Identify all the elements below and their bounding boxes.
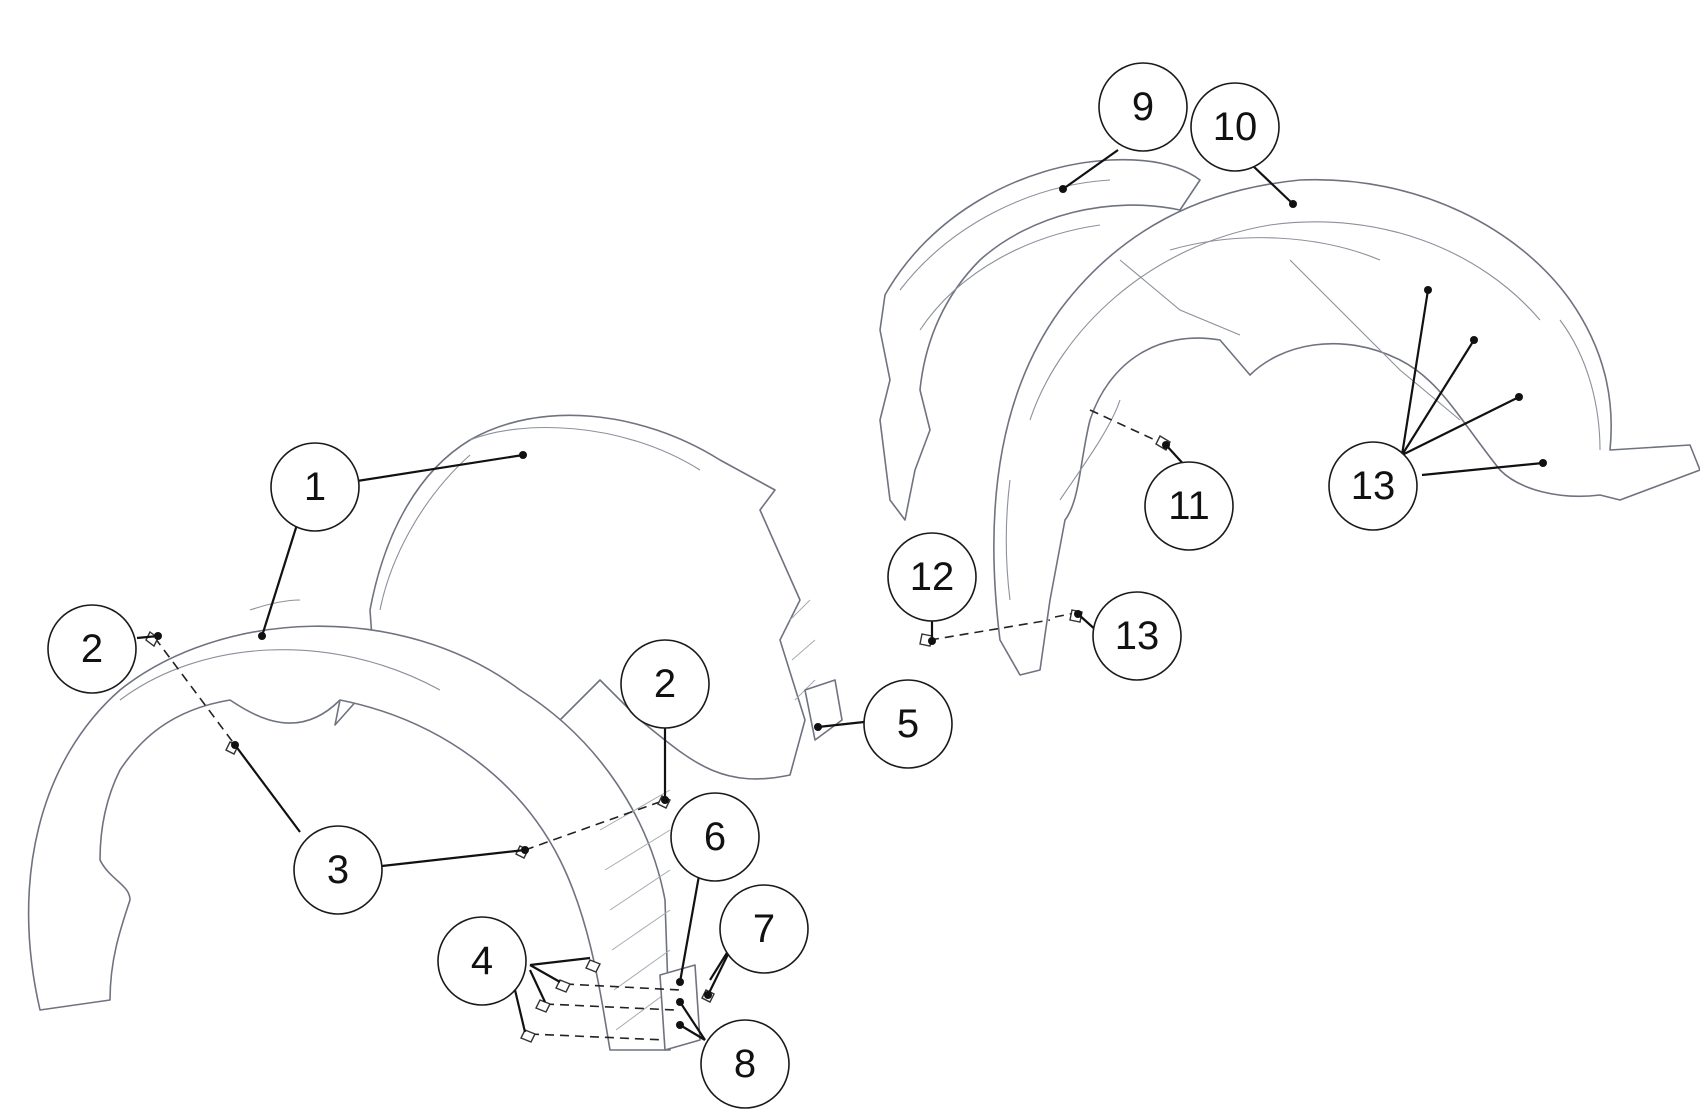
- svg-text:7: 7: [753, 907, 775, 951]
- svg-text:5: 5: [897, 702, 919, 746]
- callout-13a: 13: [1328, 441, 1418, 531]
- svg-text:6: 6: [704, 815, 726, 859]
- svg-text:2: 2: [81, 627, 103, 671]
- screw-4c: [535, 999, 551, 1013]
- svg-text:11: 11: [1168, 484, 1210, 528]
- left-assembly: [27, 414, 843, 1051]
- callout-7: 7: [719, 884, 809, 974]
- callout-4: 4: [437, 916, 527, 1006]
- callout-5: 5: [863, 679, 953, 769]
- callout-3: 3: [293, 825, 383, 915]
- fender-liner-front: [27, 625, 671, 1051]
- liner-hatch: [599, 599, 816, 1031]
- left-fasteners: [145, 451, 822, 1043]
- right-assembly: [879, 158, 1700, 676]
- bracket-5: [804, 679, 843, 741]
- svg-text:13: 13: [1351, 464, 1396, 508]
- callout-1: 1: [270, 442, 360, 532]
- fender-liner-10: [993, 178, 1700, 676]
- screw-4b: [555, 979, 571, 993]
- callout-2b: 2: [620, 639, 710, 729]
- callout-9: 9: [1098, 62, 1188, 152]
- svg-text:13: 13: [1115, 614, 1160, 658]
- callout-6: 6: [670, 792, 760, 882]
- callout-11: 11: [1144, 461, 1234, 551]
- screw-4a: [585, 959, 601, 973]
- svg-text:9: 9: [1132, 85, 1154, 129]
- fender-liner-rear: [334, 414, 806, 780]
- svg-text:12: 12: [910, 555, 955, 599]
- svg-text:3: 3: [327, 848, 349, 892]
- callout-10: 10: [1190, 82, 1280, 172]
- screw-4d: [520, 1029, 536, 1043]
- fender-liner-9: [879, 158, 1201, 521]
- callout-13b: 13: [1092, 591, 1182, 681]
- callout-8: 8: [700, 1019, 790, 1109]
- leader-lines: [136, 149, 1544, 1041]
- callout-2a: 2: [47, 604, 137, 694]
- svg-text:8: 8: [734, 1042, 756, 1086]
- svg-text:1: 1: [304, 465, 326, 509]
- callout-12: 12: [887, 532, 977, 622]
- svg-text:10: 10: [1213, 105, 1258, 149]
- right-fasteners: [919, 185, 1547, 647]
- svg-text:2: 2: [654, 662, 676, 706]
- svg-text:4: 4: [471, 939, 493, 983]
